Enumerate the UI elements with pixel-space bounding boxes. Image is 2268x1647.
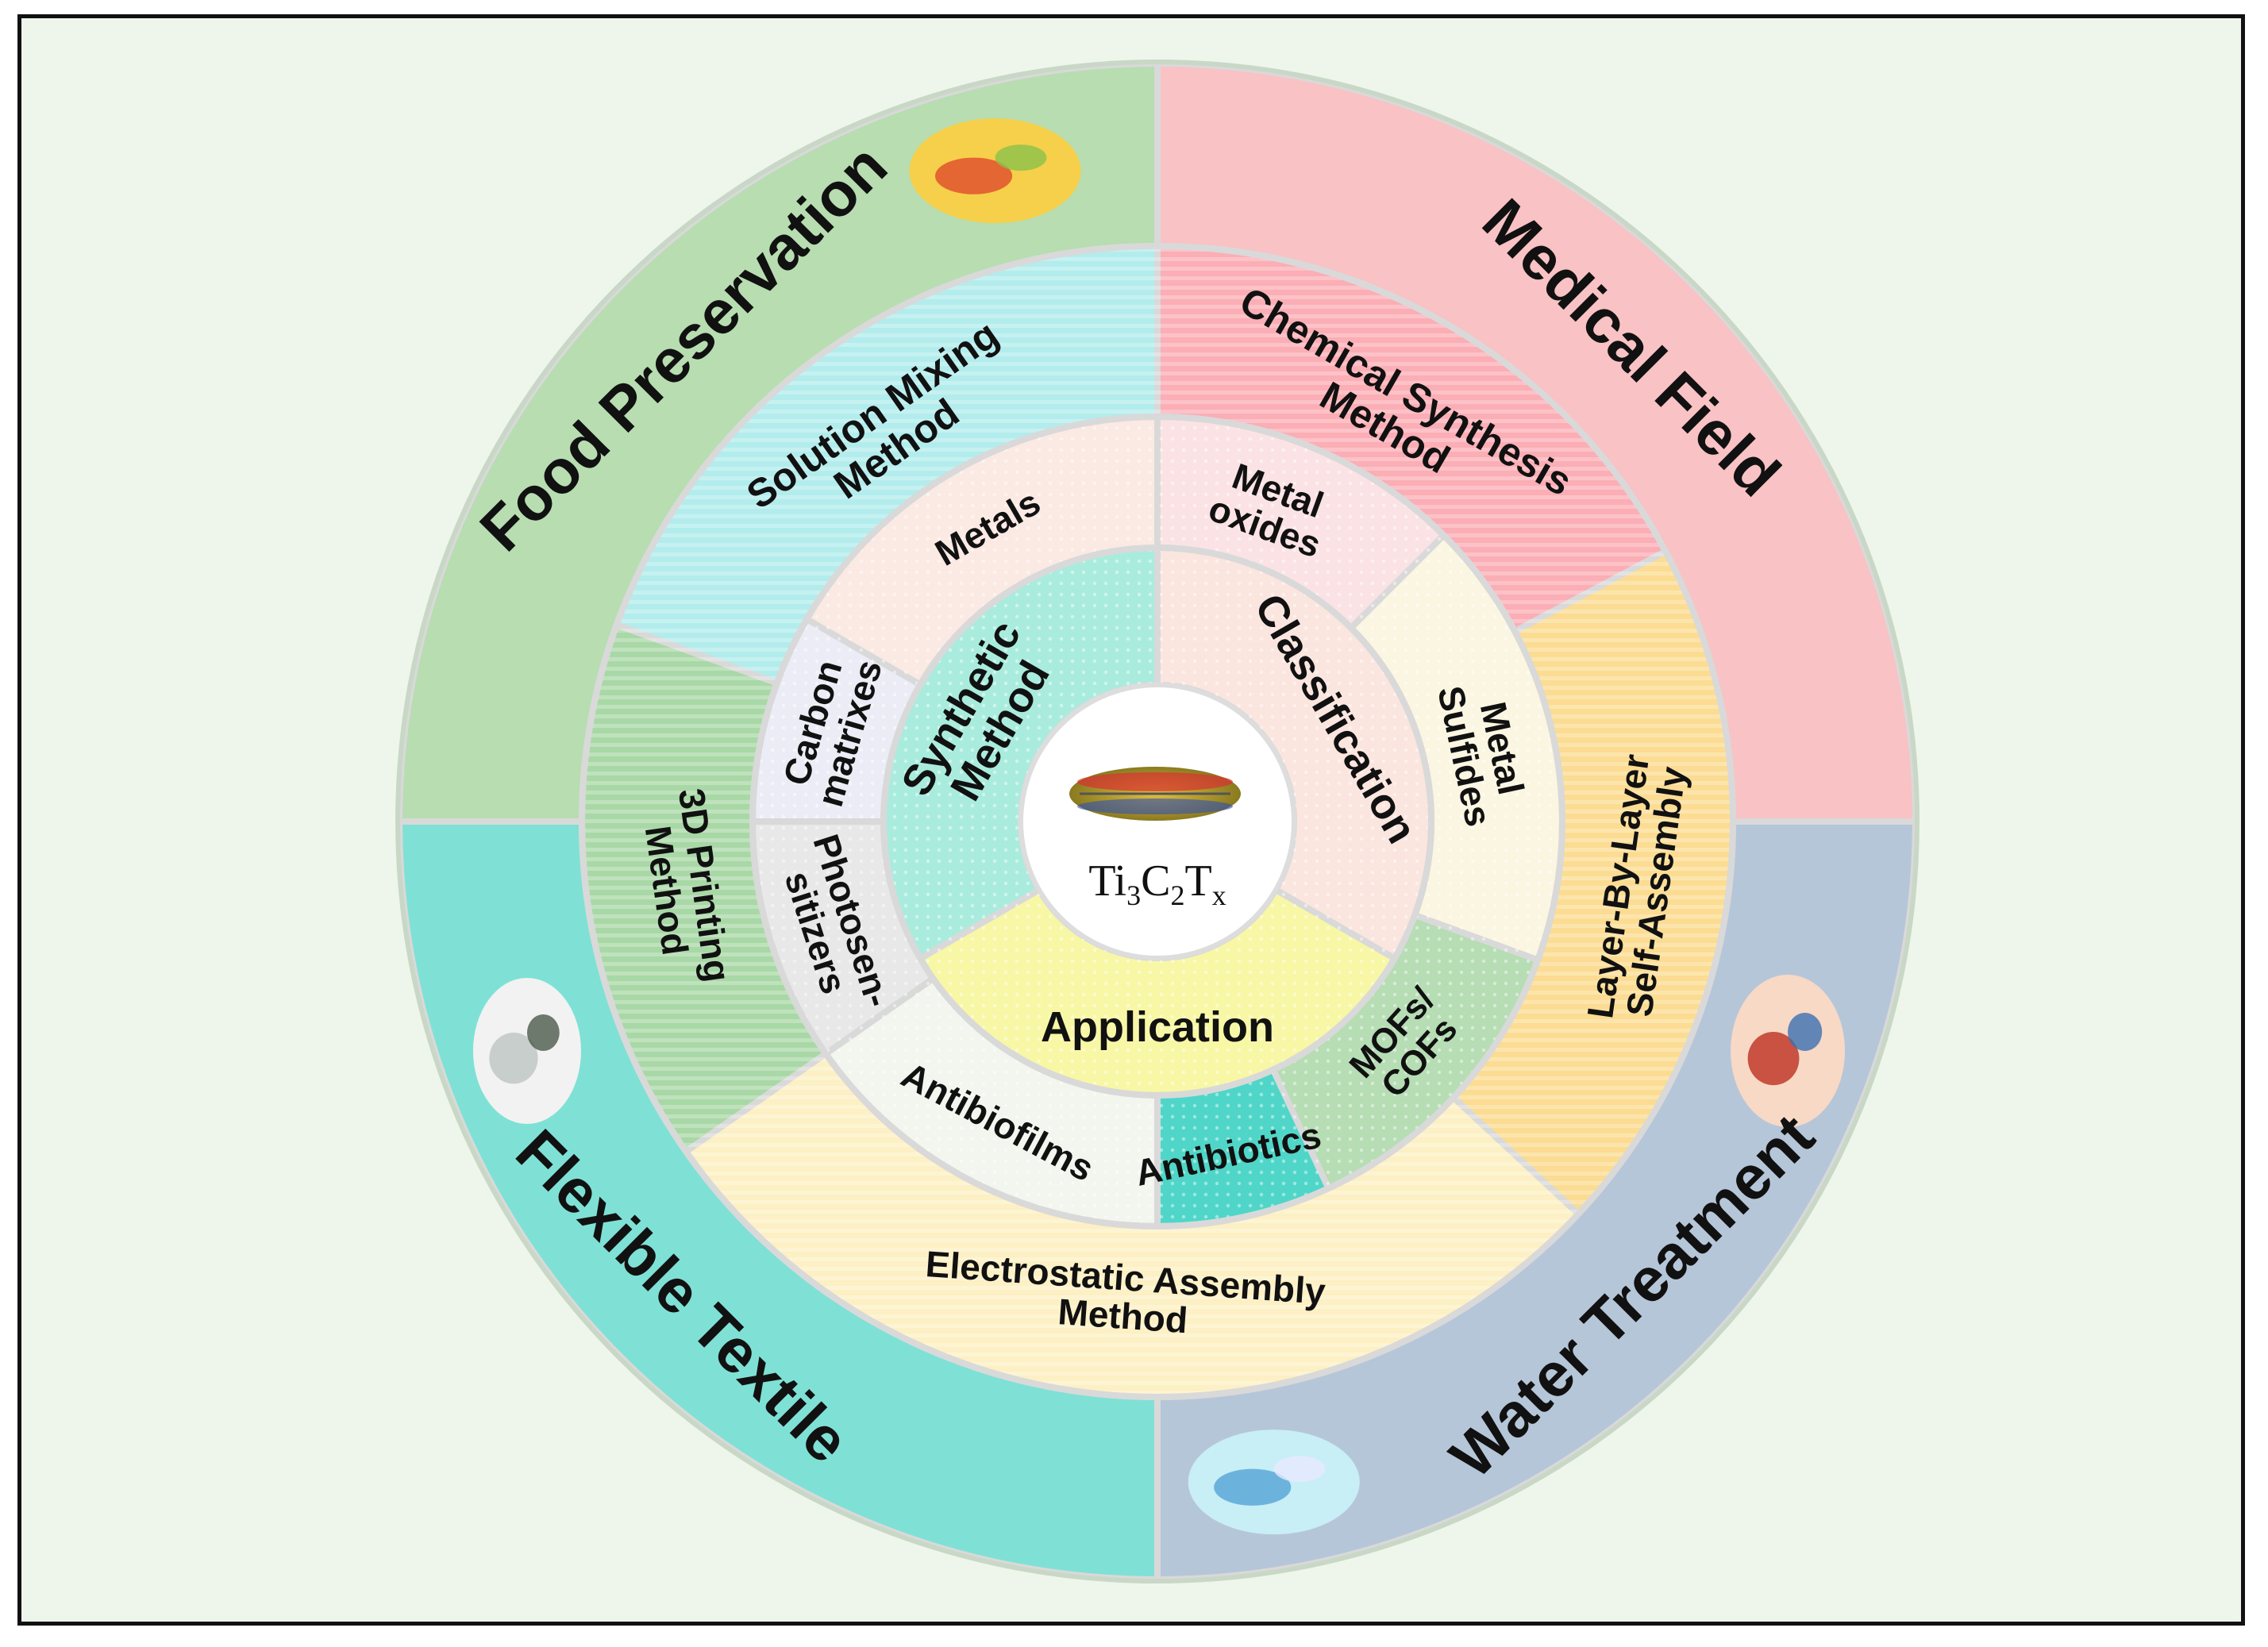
materials-segment-texture-2 bbox=[1273, 914, 1538, 1189]
materials-segment-texture-1 bbox=[1350, 535, 1563, 960]
core-segment-label-1: Application bbox=[1041, 1003, 1274, 1051]
methods-segment-texture-2 bbox=[686, 1053, 1579, 1397]
methods-segment-label-3: 3D PrintingMethod bbox=[633, 786, 738, 990]
materials-segment-texture-6 bbox=[753, 619, 921, 822]
core-segment-texture-1 bbox=[920, 890, 1395, 1095]
ring-border-0 bbox=[880, 545, 1434, 1099]
materials-segment-texture-3 bbox=[1157, 1069, 1329, 1227]
water-particles-image-icon bbox=[1188, 1430, 1360, 1535]
tissue-image-icon bbox=[1731, 975, 1846, 1128]
core-segment-texture-2 bbox=[884, 548, 1157, 959]
molecule-structure-icon bbox=[1069, 767, 1241, 821]
methods-segment-texture-1 bbox=[1453, 551, 1733, 1214]
center-node: Ti3C2Tx bbox=[1018, 683, 1296, 960]
materials-segment-texture-0 bbox=[1157, 417, 1444, 629]
core-segment-texture-0 bbox=[1157, 548, 1431, 959]
fiber-image-icon bbox=[472, 978, 581, 1125]
methods-segment-texture-3 bbox=[581, 625, 826, 1152]
outer-border bbox=[395, 60, 1920, 1584]
center-formula: Ti3C2Tx bbox=[1088, 856, 1226, 911]
methods-segment-texture-0 bbox=[1157, 246, 1666, 632]
methods-segment-texture-4 bbox=[616, 246, 1157, 683]
fruit-image-icon bbox=[909, 118, 1081, 224]
center-circle bbox=[1018, 683, 1296, 960]
materials-segment-texture-4 bbox=[826, 978, 1157, 1226]
materials-segment-texture-7 bbox=[807, 417, 1157, 685]
ring-border-2 bbox=[579, 243, 1736, 1400]
ring-border-1 bbox=[749, 414, 1565, 1229]
